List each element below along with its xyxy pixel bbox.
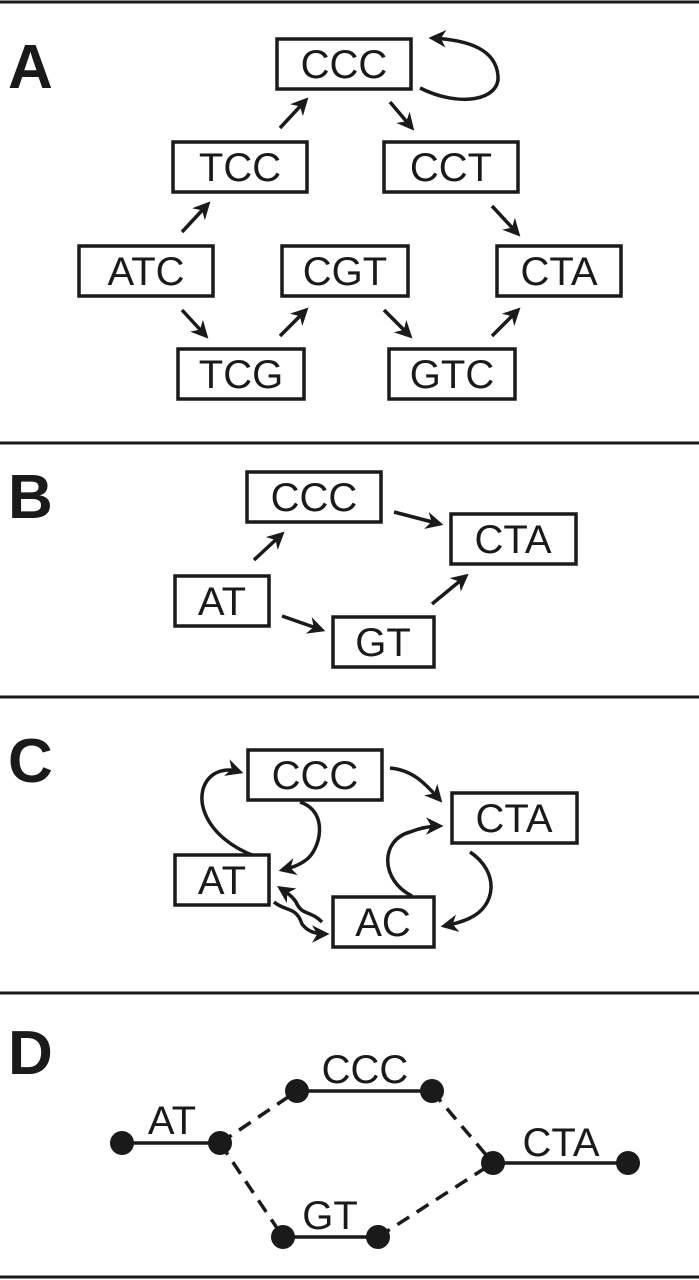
node-cta: CTA xyxy=(450,791,579,845)
node-atc: ATC xyxy=(77,244,215,298)
node-label: GT xyxy=(355,621,411,665)
node-ccc: CCC xyxy=(245,470,383,524)
segment-gt-end-dot xyxy=(366,1225,390,1249)
node-cct: CCT xyxy=(382,140,520,194)
node-label: TCC xyxy=(199,146,281,190)
node-label: TCG xyxy=(199,353,283,397)
node-ccc: CCC xyxy=(246,748,384,802)
edge-ccc-self-loop xyxy=(419,30,500,102)
panel-b: B CCC CTA AT GT xyxy=(8,463,578,669)
segment-cta-end-dot xyxy=(616,1151,640,1175)
node-tcg: TCG xyxy=(176,347,306,401)
node-label: CTA xyxy=(520,250,597,294)
node-tcc: TCC xyxy=(171,140,309,194)
node-label: CCC xyxy=(271,476,358,520)
node-at: AT xyxy=(173,574,271,628)
node-label: ATC xyxy=(107,250,184,294)
segment-gt-start-dot xyxy=(271,1225,295,1249)
node-cta: CTA xyxy=(449,512,578,566)
edge-gt-cta xyxy=(430,573,469,606)
node-at: AT xyxy=(173,853,271,907)
panel-a: A CCC TCC CCT ATC CGT xyxy=(8,30,623,401)
node-label: CTA xyxy=(475,797,552,841)
node-gt: GT xyxy=(331,615,436,669)
panel-d: D AT CCC GT CTA xyxy=(8,1019,640,1249)
segment-at-label: AT xyxy=(148,1099,196,1143)
node-ac: AC xyxy=(331,895,436,949)
dashed-connector-at-gt xyxy=(218,1142,285,1238)
segment-cta-start-dot xyxy=(481,1151,505,1175)
node-label: AT xyxy=(198,859,246,903)
segment-cta-label: CTA xyxy=(522,1121,599,1165)
dashed-connector-ccc-cta xyxy=(430,1089,495,1165)
edge-ccc-at xyxy=(278,800,322,876)
panel-letter-b: B xyxy=(8,463,53,532)
edge-at-ccc xyxy=(252,531,285,562)
node-label: CCC xyxy=(301,43,388,87)
segment-ccc-label: CCC xyxy=(322,1048,409,1092)
node-gtc: GTC xyxy=(387,347,517,401)
edge-ccc-cta xyxy=(389,766,443,803)
edge-cgt-gtc xyxy=(382,308,413,339)
panel-letter-a: A xyxy=(8,33,53,102)
node-ccc: CCC xyxy=(275,37,413,91)
edge-ac-cta xyxy=(386,817,444,898)
node-label: CCC xyxy=(272,754,359,798)
node-label: CTA xyxy=(474,518,551,562)
node-label: CGT xyxy=(303,250,387,294)
node-label: GTC xyxy=(410,353,494,397)
panel-c: C CCC CTA AT AC xyxy=(8,727,579,949)
edge-ccc-cct xyxy=(388,100,415,131)
segment-gt-label: GT xyxy=(302,1194,358,1238)
node-cta: CTA xyxy=(495,244,623,298)
node-label: AC xyxy=(355,901,411,945)
segment-ccc-end-dot xyxy=(420,1079,444,1103)
panel-letter-d: D xyxy=(8,1019,53,1088)
node-cgt: CGT xyxy=(280,244,410,298)
dashed-connector-gt-cta xyxy=(377,1161,494,1239)
edge-tcc-ccc xyxy=(278,97,309,130)
edge-cct-cta xyxy=(490,204,521,237)
node-label: AT xyxy=(198,580,246,624)
node-label: CCT xyxy=(410,146,492,190)
edge-gtc-cta xyxy=(490,307,521,338)
edge-atc-tcc xyxy=(180,201,211,234)
edge-ccc-cta xyxy=(393,510,444,529)
edge-atc-tcg xyxy=(180,308,209,339)
panel-letter-c: C xyxy=(8,727,53,796)
edge-at-ccc xyxy=(200,759,261,860)
edge-at-ac xyxy=(272,900,330,943)
edge-cta-ac xyxy=(440,850,493,932)
segment-at-start-dot xyxy=(110,1131,134,1155)
segment-at-end-dot xyxy=(208,1131,232,1155)
edge-tcg-cgt xyxy=(278,307,309,338)
edge-ac-at xyxy=(277,886,324,924)
segment-ccc-start-dot xyxy=(285,1079,309,1103)
edge-at-gt xyxy=(281,614,326,634)
dashed-connector-at-ccc xyxy=(219,1089,298,1145)
